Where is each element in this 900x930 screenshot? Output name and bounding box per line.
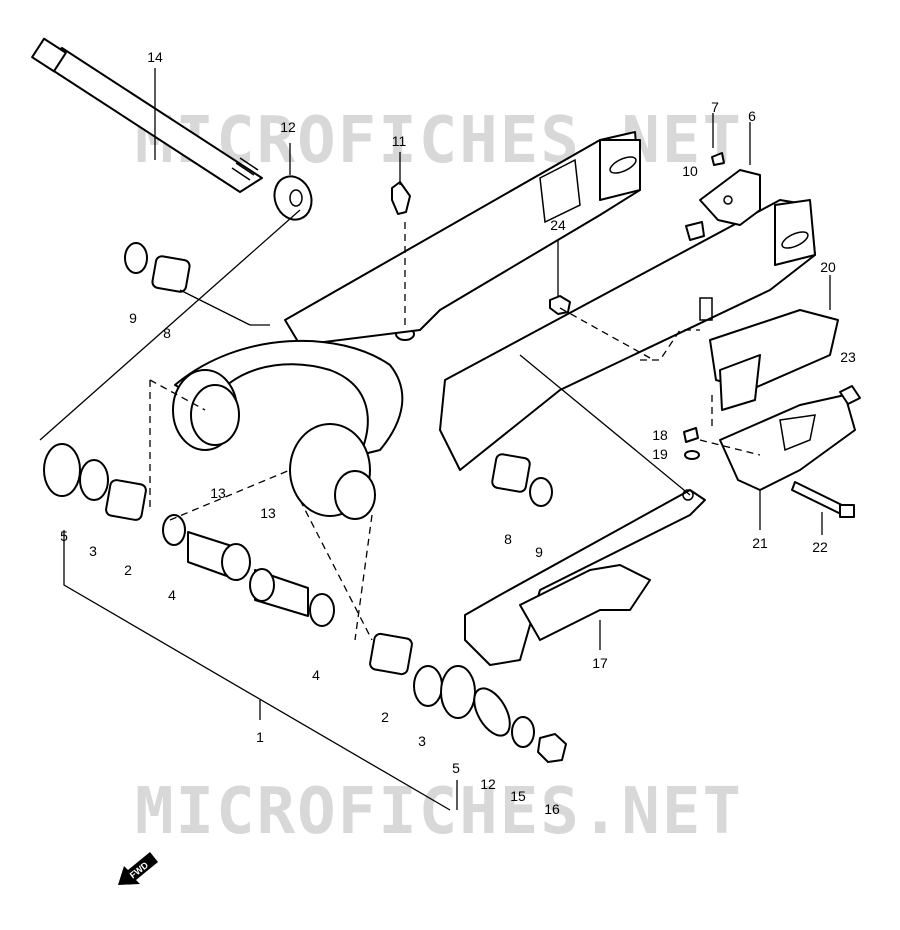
bolt-22 (791, 481, 855, 518)
screw-18 (683, 427, 700, 460)
callout-3-right: 3 (418, 733, 426, 749)
assembly-lines (39, 209, 761, 641)
bearing-right (491, 453, 553, 507)
callout-20: 20 (820, 259, 836, 275)
callout-14: 14 (147, 49, 163, 65)
nut-24 (549, 295, 571, 315)
callout-17: 17 (592, 655, 608, 671)
callout-labels: 14 12 11 7 6 10 24 20 23 9 8 18 19 13 13… (60, 49, 856, 817)
callout-19: 19 (652, 446, 668, 462)
callout-8-upper: 8 (163, 325, 171, 341)
callout-12-lower: 12 (480, 776, 496, 792)
callout-12-upper: 12 (280, 119, 296, 135)
fwd-badge: FWD (118, 852, 158, 885)
lower-right-stack (369, 632, 567, 763)
callout-18: 18 (652, 427, 668, 443)
callout-5-right: 5 (452, 760, 460, 776)
callout-9-right: 9 (535, 544, 543, 560)
callout-2-right: 2 (381, 709, 389, 725)
caliper-bracket (685, 152, 761, 241)
callout-13-a: 13 (210, 485, 226, 501)
callout-22: 22 (812, 539, 828, 555)
callout-10: 10 (682, 163, 698, 179)
washer-upper (273, 175, 313, 221)
callout-5-left: 5 (60, 528, 68, 544)
callout-21: 21 (752, 535, 768, 551)
callout-7: 7 (711, 99, 719, 115)
callout-15: 15 (510, 788, 526, 804)
collar-13a (187, 531, 251, 581)
callout-1: 1 (256, 729, 264, 745)
callout-6: 6 (748, 108, 756, 124)
watermark-bottom: MICROFICHES.NET (135, 775, 743, 849)
callout-8-right: 8 (504, 531, 512, 547)
callout-3-left: 3 (89, 543, 97, 559)
leader-lines (63, 68, 831, 811)
callout-2-left: 2 (124, 562, 132, 578)
collar-13b (249, 568, 309, 617)
callout-13-b: 13 (260, 505, 276, 521)
callout-24: 24 (550, 217, 566, 233)
chain-guide (709, 309, 856, 491)
bolt-23 (839, 385, 861, 405)
lower-left-stack (43, 443, 186, 546)
callout-4-right: 4 (312, 667, 320, 683)
callout-16: 16 (544, 801, 560, 817)
callout-4-left: 4 (168, 587, 176, 603)
callout-11: 11 (392, 133, 407, 149)
chain-slider (464, 489, 706, 666)
callout-23: 23 (840, 349, 856, 365)
seal-4b (309, 593, 335, 627)
bearing-upper-left (124, 242, 191, 293)
callout-9-upper: 9 (129, 310, 137, 326)
pivot-shaft (31, 37, 263, 193)
